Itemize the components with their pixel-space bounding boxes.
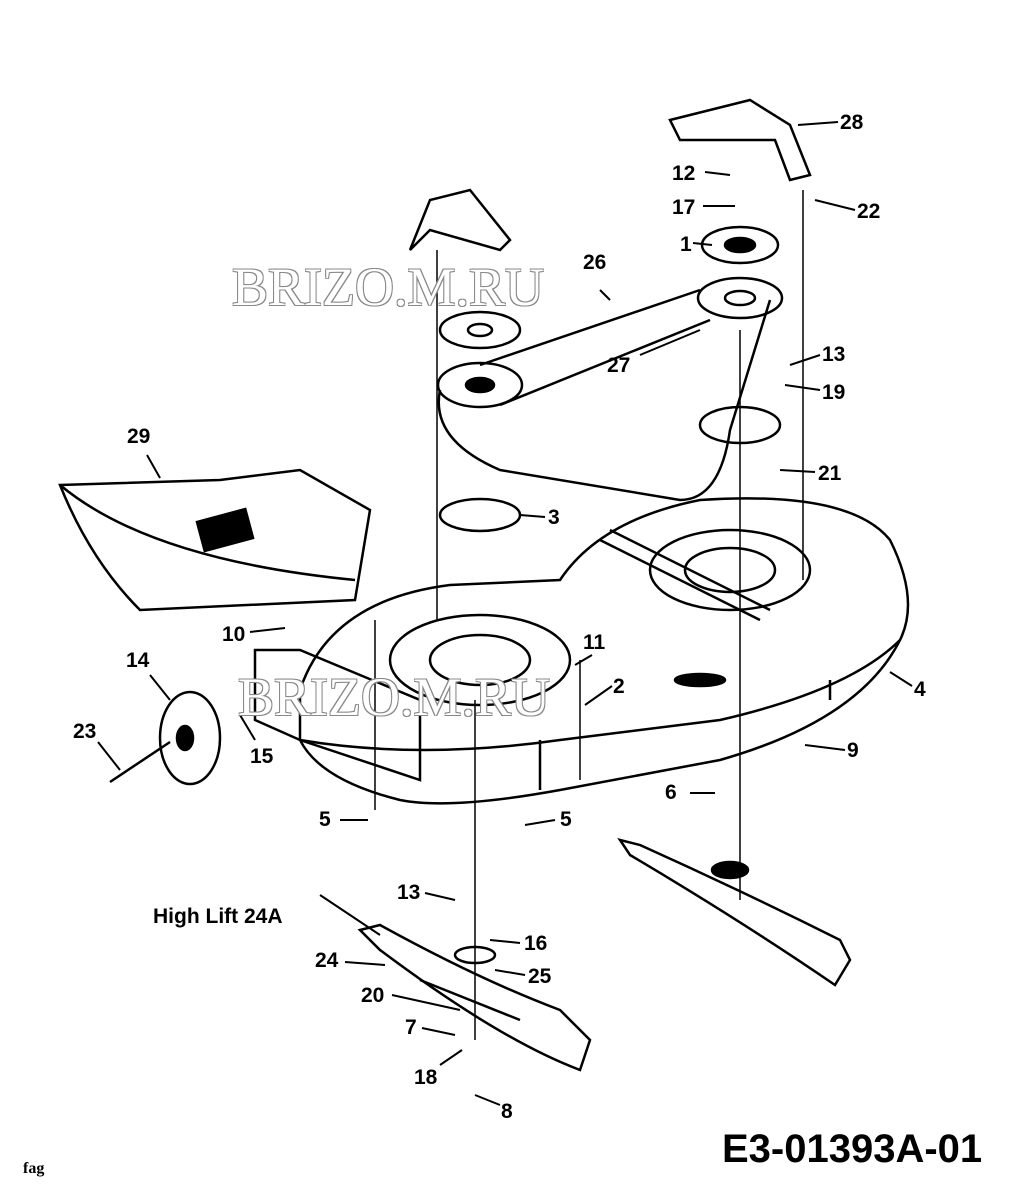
callout-20: 20 [361,984,385,1007]
discharge-chute [58,468,372,612]
callout-17: 17 [672,196,696,219]
mower-deck [298,497,910,805]
callout-3: 3 [548,506,560,529]
callout-2: 2 [613,675,625,698]
callout-23: 23 [73,720,97,743]
blade-right [617,838,852,987]
drawing-number: E3-01393A-01 [722,1127,983,1171]
callout-13: 13 [397,881,421,904]
pulley-1 [700,225,780,265]
deck-left-spindle-housing [388,613,572,707]
blade-left [357,923,592,1072]
bracket-28 [668,98,812,182]
pulley-27 [696,276,784,320]
callout-10: 10 [222,623,246,646]
callout-6: 6 [665,781,677,804]
callout-18: 18 [414,1066,438,1089]
callout-5: 5 [560,808,572,831]
callout-19: 19 [822,381,846,404]
callout-29: 29 [127,425,151,448]
pulley-left [436,361,524,409]
callout-15: 15 [250,745,274,768]
callout-13: 13 [822,343,846,366]
drafter-initials: fag [23,1160,45,1177]
watermark: BRIZO.M.RU [232,257,545,317]
deck-right-spindle-housing [648,528,812,612]
gauge-wheel [158,690,222,786]
callout-27: 27 [607,354,631,377]
callout-4: 4 [914,678,926,701]
callout-26: 26 [583,251,607,274]
callout-8: 8 [501,1100,513,1123]
callout-22: 22 [857,200,881,223]
callout-9: 9 [847,739,859,762]
belt [437,288,772,502]
watermark: BRIZO.M.RU [238,667,551,727]
callout-7: 7 [405,1016,417,1039]
callout-16: 16 [524,932,548,955]
callout-24: 24 [315,949,339,972]
idler-bracket [408,188,512,252]
callout-21: 21 [818,462,842,485]
callout-14: 14 [126,649,150,672]
callout-25: 25 [528,965,552,988]
callout-12: 12 [672,162,696,185]
callout-11: 11 [583,631,606,654]
callout-28: 28 [840,111,864,134]
callout-5: 5 [319,808,331,831]
callout-1: 1 [680,233,692,256]
high-lift-note: High Lift 24A [153,905,283,928]
